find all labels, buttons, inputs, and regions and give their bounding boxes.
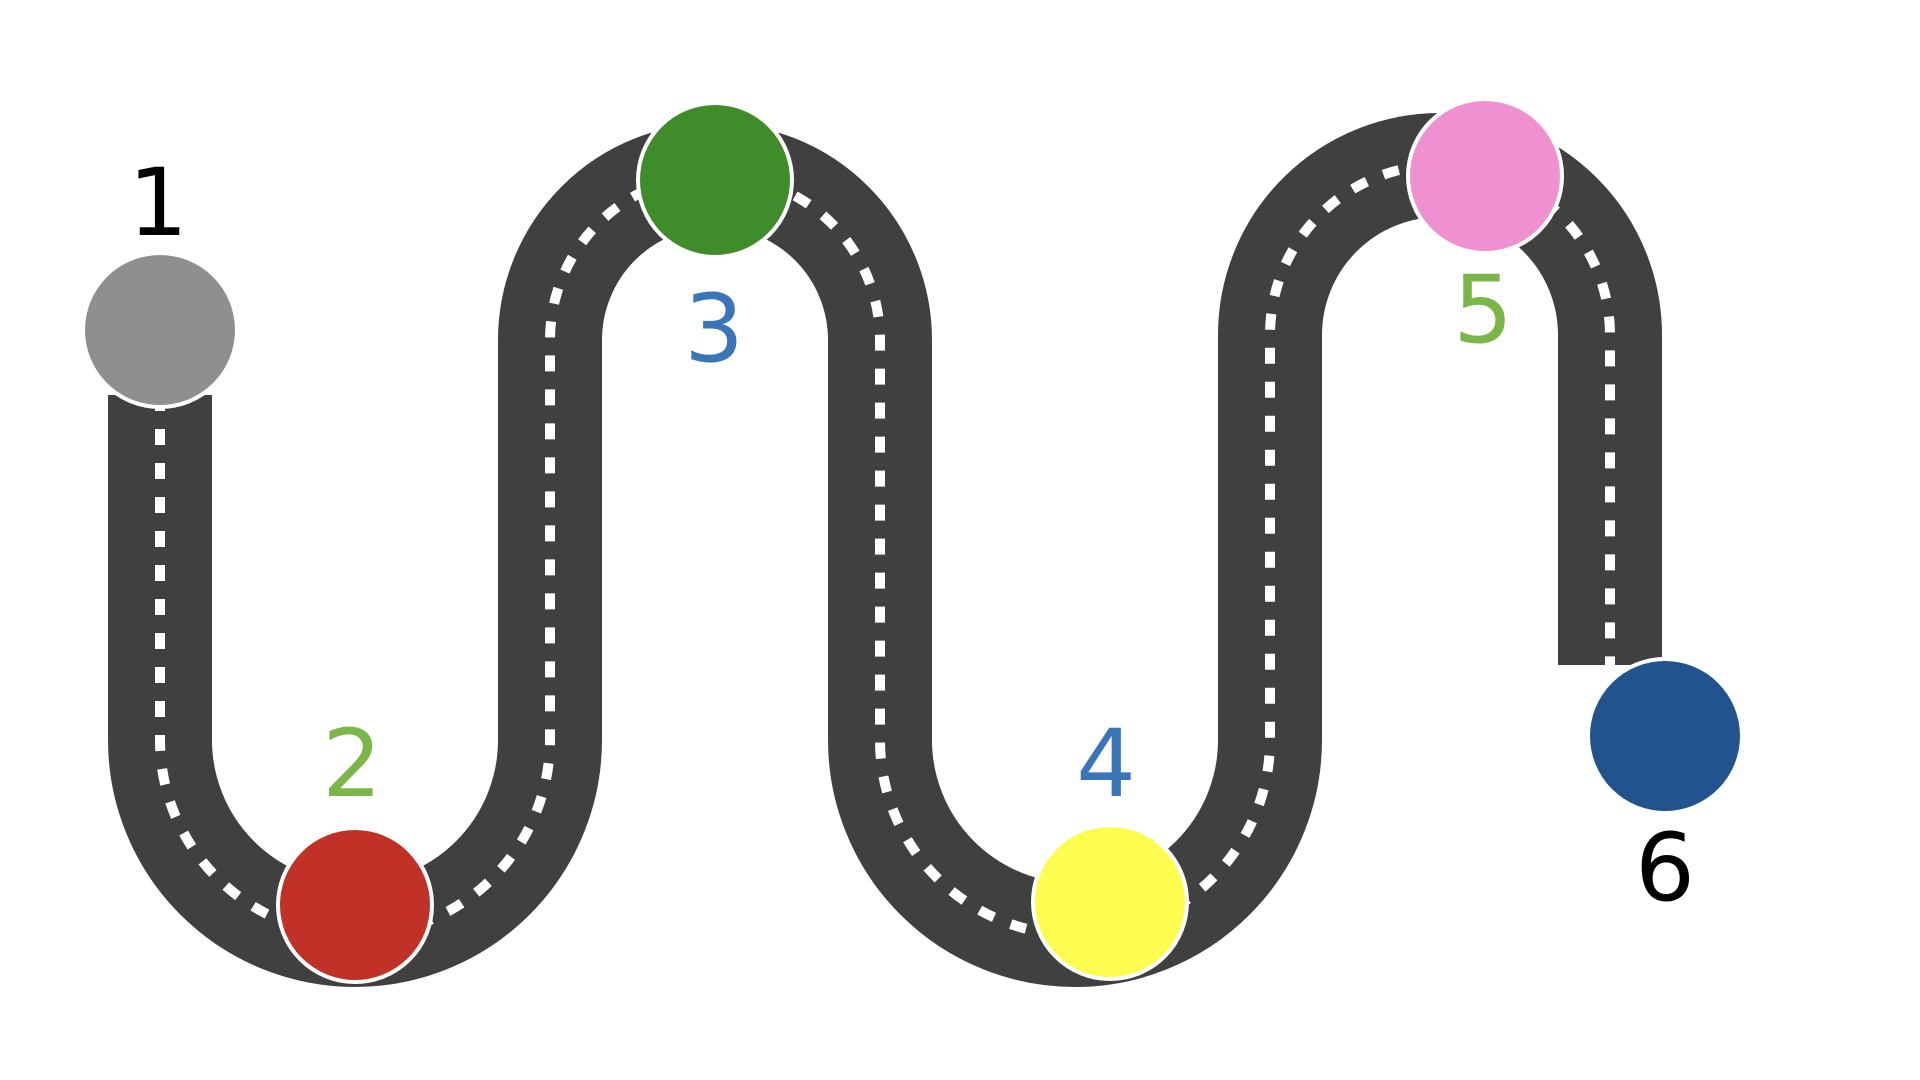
- milestone-1-number: 1: [128, 149, 188, 258]
- winding-road: [108, 113, 1662, 987]
- milestone-6-number: 6: [1635, 814, 1695, 923]
- milestone-6-circle: [1586, 657, 1744, 815]
- milestone-1-circle: [81, 251, 239, 409]
- milestone-5-circle: [1406, 97, 1564, 255]
- milestone-2-circle: [276, 826, 434, 984]
- milestone-4-number: 4: [1076, 710, 1136, 819]
- milestone-3-number: 3: [684, 275, 744, 384]
- milestone-4-circle: [1031, 823, 1189, 981]
- milestone-5-number: 5: [1453, 256, 1513, 365]
- milestone-2-number: 2: [322, 710, 382, 819]
- milestone-3-circle: [636, 101, 794, 259]
